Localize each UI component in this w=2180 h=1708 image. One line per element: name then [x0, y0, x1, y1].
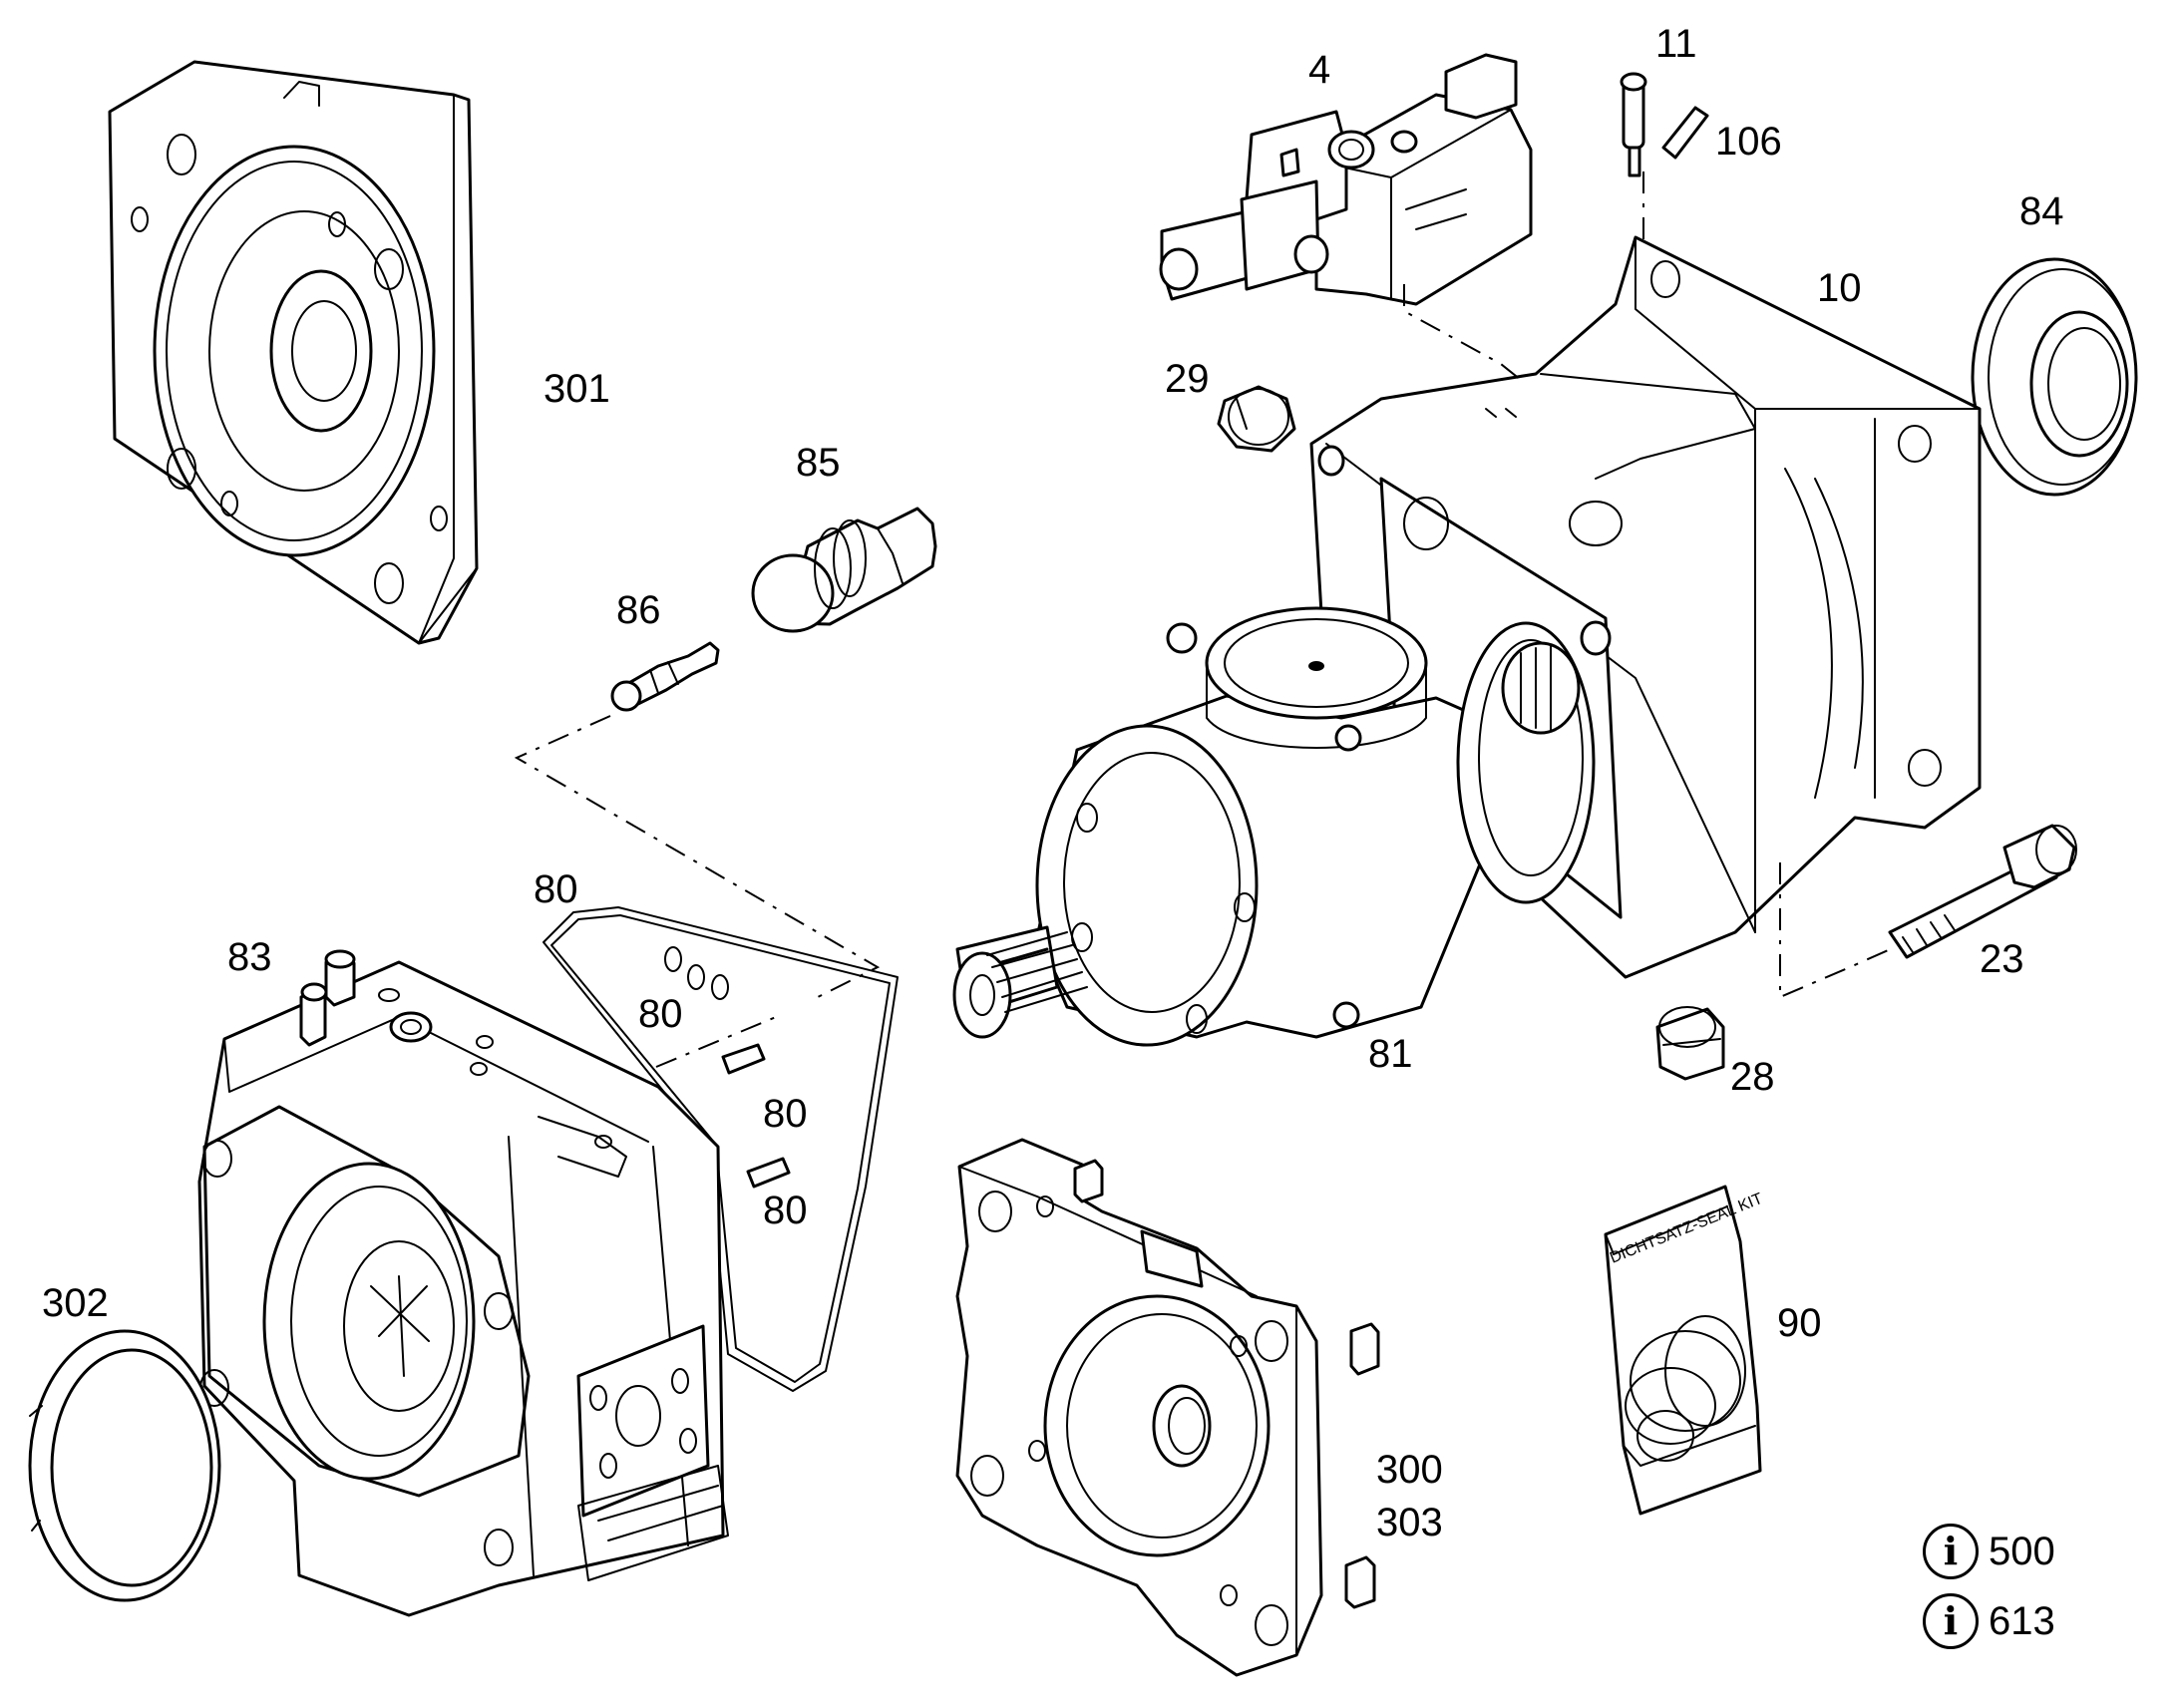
- part-83-port-housing[interactable]: [197, 949, 729, 1617]
- callout-label: 85: [796, 441, 841, 485]
- part-85-piston[interactable]: [751, 507, 937, 633]
- part-4-control-valve[interactable]: [1159, 53, 1533, 306]
- part-80-pin-b[interactable]: [746, 1157, 791, 1189]
- callout-label: 11: [1655, 22, 1697, 66]
- callout-label: 81: [1368, 1032, 1413, 1076]
- part-300-303-end-plate[interactable]: [955, 1138, 1380, 1677]
- assembly-lines: [514, 171, 1896, 1068]
- part-11-gauge-port[interactable]: [1620, 72, 1647, 177]
- part-302-retaining-ring[interactable]: [28, 1329, 221, 1602]
- callout-label: 302: [42, 1281, 109, 1325]
- callout-label: 80: [763, 1092, 808, 1136]
- part-28-plug[interactable]: [1655, 1006, 1725, 1081]
- callout-label: 28: [1730, 1055, 1775, 1099]
- callout-label: 83: [227, 935, 272, 979]
- part-84-shaft-seal[interactable]: [1971, 257, 2138, 497]
- callout-label: 80: [763, 1189, 808, 1232]
- callout-label: 300: [1376, 1448, 1443, 1492]
- callout-label: 84: [2019, 189, 2064, 233]
- info-icon: i: [1923, 1593, 1979, 1649]
- info-reference-500[interactable]: i 500: [1923, 1524, 2055, 1579]
- callout-label: 106: [1715, 120, 1782, 164]
- callout-label: 29: [1165, 357, 1210, 401]
- callout-label: 90: [1777, 1301, 1822, 1345]
- callout-label: 80: [638, 992, 683, 1036]
- info-icon: i: [1923, 1524, 1979, 1579]
- info-reference-613[interactable]: i 613: [1923, 1593, 2055, 1649]
- callout-label: 23: [1980, 937, 2024, 981]
- callout-label: 301: [544, 367, 610, 411]
- callout-label: 4: [1308, 48, 1331, 92]
- part-301-flange-plate[interactable]: [108, 60, 479, 645]
- info-reference-number: 500: [1989, 1530, 2055, 1573]
- part-23-cap-screw[interactable]: [1888, 824, 2077, 959]
- callout-label: 86: [616, 588, 661, 632]
- info-reference-number: 613: [1989, 1599, 2055, 1643]
- callout-label: 10: [1817, 266, 1862, 310]
- part-86-pin[interactable]: [610, 641, 720, 712]
- part-81-rotary-group[interactable]: [952, 606, 1596, 1047]
- part-106-key[interactable]: [1661, 106, 1709, 160]
- callout-label: 303: [1376, 1501, 1443, 1544]
- part-80-pin-a[interactable]: [721, 1043, 766, 1075]
- part-29-plug[interactable]: [1217, 385, 1296, 453]
- callout-label: 80: [534, 867, 578, 911]
- part-90-seal-kit-bag[interactable]: [1604, 1185, 1762, 1516]
